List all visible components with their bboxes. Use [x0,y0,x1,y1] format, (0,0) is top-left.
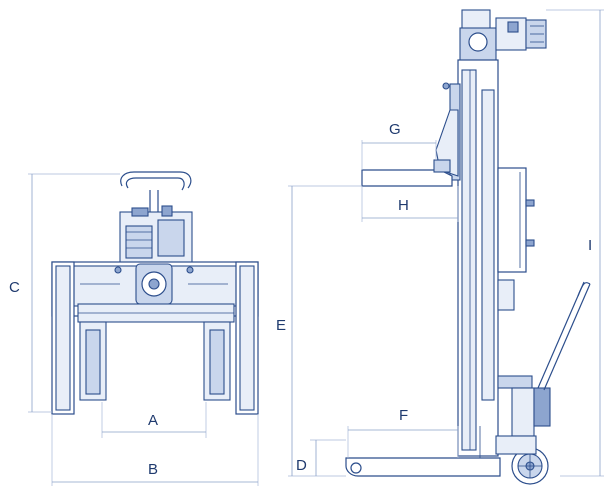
front-view: C A B [9,171,259,486]
dim-label-c: C [9,279,20,296]
dim-label-f: F [399,407,408,424]
dim-label-e: E [276,317,286,334]
dim-label-i: I [588,237,592,254]
dim-label-g: G [389,121,401,138]
side-view: G H E F D I [276,9,604,485]
dim-label-b: B [148,461,158,478]
handle-loop [120,171,192,189]
control-panel [497,167,527,273]
dim-label-h: H [398,197,409,214]
dim-label-a: A [148,412,158,429]
pump-handle [537,281,585,389]
dim-label-d: D [296,457,307,474]
top-gearbox [461,9,491,31]
hydraulic-cylinder [511,387,535,437]
base-leg [345,457,501,477]
upper-fork [361,169,453,187]
